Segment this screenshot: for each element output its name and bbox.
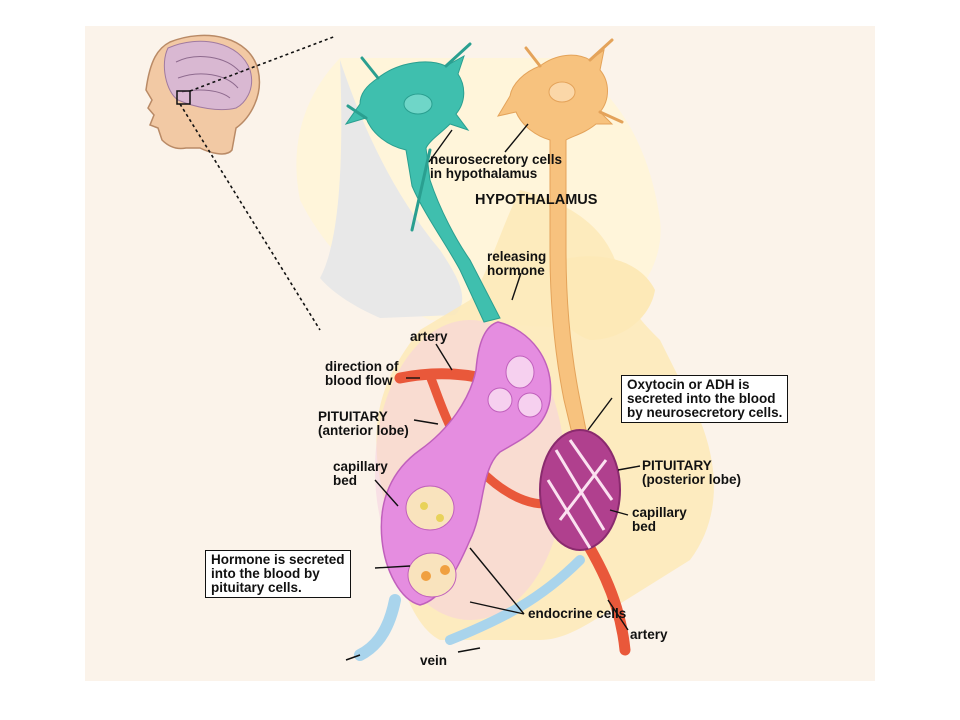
- callout-hormone-secreted: Hormone is secreted into the blood by pi…: [205, 550, 351, 598]
- orange-neuron: [496, 38, 624, 443]
- leader-lines: [374, 123, 641, 631]
- label-hypothalamus: HYPOTHALAMUS: [475, 192, 598, 208]
- label-artery-top: artery: [410, 329, 448, 344]
- label-neurosecretory-cells: neurosecretory cells in hypothalamus: [430, 152, 563, 181]
- label-releasing-hormone: releasing hormone: [487, 249, 547, 278]
- label-capillary-bed-right: capillary bed: [632, 505, 687, 534]
- label-endocrine-cells: endocrine cells: [528, 606, 627, 621]
- label-pituitary-posterior: PITUITARY (posterior lobe): [642, 458, 742, 487]
- label-artery-bottom: artery: [630, 627, 668, 642]
- teal-neuron: [344, 42, 501, 323]
- label-capillary-bed-left: capillary bed: [333, 459, 388, 488]
- posterior-lobe: [539, 429, 621, 551]
- head-illustration: [145, 34, 337, 331]
- callout-oxytocin-adh: Oxytocin or ADH is secreted into the blo…: [621, 375, 789, 423]
- label-vein: vein: [420, 653, 448, 668]
- anterior-lobe: [380, 321, 552, 606]
- label-pituitary-anterior: PITUITARY (anterior lobe): [318, 409, 409, 438]
- zoom-box: [176, 90, 191, 105]
- label-direction-of-blood-flow: direction of blood flow: [325, 359, 399, 388]
